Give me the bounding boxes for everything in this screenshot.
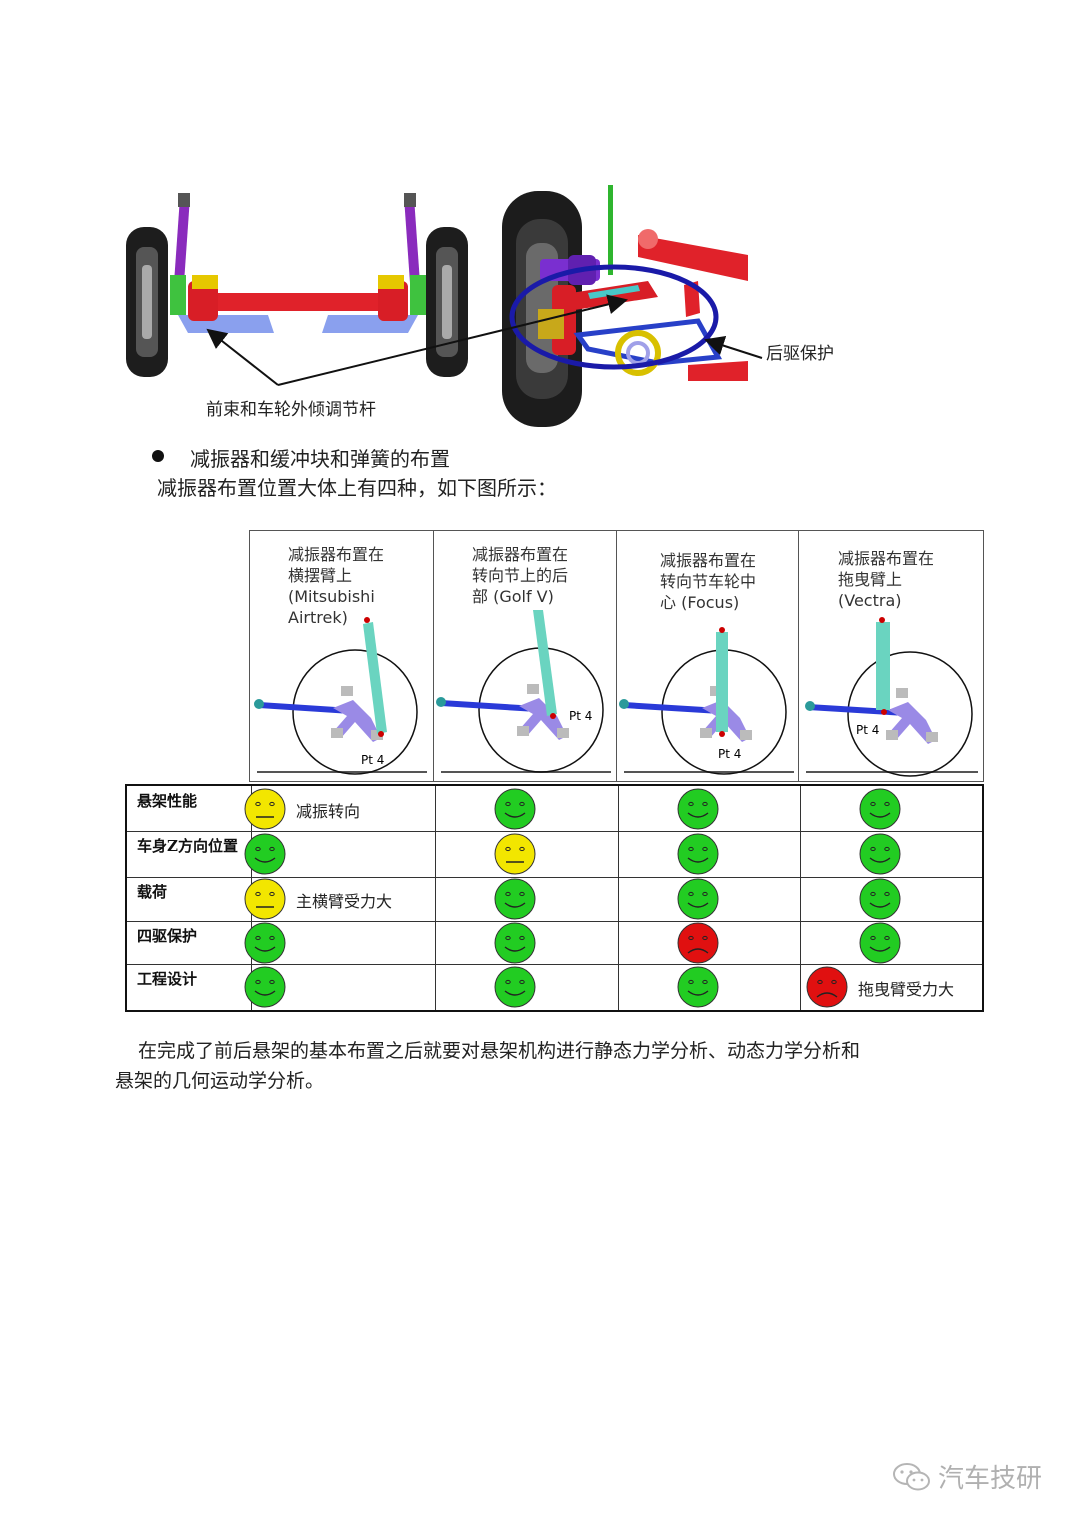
grid-hline bbox=[127, 964, 982, 965]
smiley-yellow-icon bbox=[244, 788, 286, 829]
row-label: 工程设计 bbox=[137, 970, 198, 988]
watermark: 汽车技研 bbox=[892, 1458, 1042, 1495]
damper-diagram-2: Pt 4 bbox=[436, 610, 611, 773]
row-label: 载荷 bbox=[137, 883, 168, 901]
pt4-label: Pt 4 bbox=[718, 747, 741, 761]
col-divider bbox=[798, 530, 799, 782]
smiley-green-icon bbox=[859, 788, 901, 829]
pt4-label: Pt 4 bbox=[569, 709, 592, 723]
wechat-icon bbox=[893, 1462, 930, 1490]
smiley-green-icon bbox=[677, 788, 719, 829]
grid-hline bbox=[127, 921, 982, 922]
smiley-green-icon bbox=[677, 966, 719, 1008]
column-header-1: 减振器布置在 横摆臂上 (Mitsubishi Airtrek) bbox=[288, 545, 385, 627]
grid-hline bbox=[127, 877, 982, 878]
smiley-green-icon bbox=[494, 922, 536, 963]
front-toe-camber-label: 前束和车轮外倾调节杆 bbox=[206, 400, 376, 420]
smiley-yellow-icon bbox=[244, 878, 286, 920]
front-axle-illustration bbox=[126, 193, 468, 377]
damper-diagram-4: Pt 4 bbox=[805, 617, 978, 777]
smiley-green-icon bbox=[677, 833, 719, 875]
bullet-dot bbox=[152, 450, 164, 462]
smiley-green-icon bbox=[677, 878, 719, 920]
grid-hline bbox=[127, 831, 982, 832]
smiley-green-icon bbox=[494, 878, 536, 920]
section-bullet-title: 减振器和缓冲块和弹簧的布置 bbox=[190, 447, 450, 471]
smiley-green-icon bbox=[244, 922, 286, 963]
cell-note: 主横臂受力大 bbox=[296, 892, 393, 911]
smiley-green-icon bbox=[859, 833, 901, 875]
smiley-green-icon bbox=[494, 788, 536, 829]
smiley-red-icon bbox=[677, 922, 719, 963]
comparison-table: 减振器布置在 横摆臂上 (Mitsubishi Airtrek) 减振器布置在 … bbox=[125, 530, 985, 1012]
damper-diagram-1: Pt 4 bbox=[254, 617, 427, 775]
damper-diagram-3: Pt 4 bbox=[619, 627, 794, 775]
smiley-green-icon bbox=[859, 878, 901, 920]
smiley-red-icon bbox=[806, 966, 848, 1008]
grid-vline bbox=[800, 786, 801, 1010]
smiley-green-icon bbox=[859, 922, 901, 963]
rating-grid: 悬架性能减振转向车身Z方向位置载荷主横臂受力大四驱保护工程设计拖曳臂受力大 bbox=[125, 784, 984, 1012]
column-header-2: 减振器布置在 转向节上的后 部 (Golf V) bbox=[472, 545, 569, 606]
smiley-green-icon bbox=[244, 833, 286, 875]
callout-arrows bbox=[206, 294, 763, 386]
column-header-3: 减振器布置在 转向节车轮中 心 (Focus) bbox=[660, 551, 757, 612]
smiley-green-icon bbox=[244, 966, 286, 1008]
row-label: 四驱保护 bbox=[137, 927, 198, 945]
smiley-yellow-icon bbox=[494, 833, 536, 875]
paragraph-line-2: 悬架的几何运动学分析。 bbox=[115, 1070, 325, 1092]
cell-note: 拖曳臂受力大 bbox=[858, 980, 955, 999]
watermark-text: 汽车技研 bbox=[938, 1464, 1043, 1494]
col-divider bbox=[433, 530, 434, 782]
pt4-label: Pt 4 bbox=[361, 753, 384, 767]
cell-note: 减振转向 bbox=[296, 801, 361, 821]
row-label: 悬架性能 bbox=[137, 792, 198, 810]
column-header-4: 减振器布置在 拖曳臂上 (Vectra) bbox=[838, 549, 935, 610]
grid-vline bbox=[618, 786, 619, 1010]
section-intro: 减振器布置位置大体上有四种，如下图所示： bbox=[157, 476, 557, 500]
col-divider bbox=[616, 530, 617, 782]
smiley-green-icon bbox=[494, 966, 536, 1008]
pt4-label: Pt 4 bbox=[856, 723, 879, 737]
rear-suspension-illustration bbox=[502, 185, 748, 427]
rear-drive-protection-label: 后驱保护 bbox=[766, 344, 834, 364]
paragraph-line-1: 在完成了前后悬架的基本布置之后就要对悬架机构进行静态力学分析、动态力学分析和 bbox=[138, 1040, 861, 1062]
row-label: 车身Z方向位置 bbox=[137, 837, 238, 855]
grid-vline bbox=[435, 786, 436, 1010]
